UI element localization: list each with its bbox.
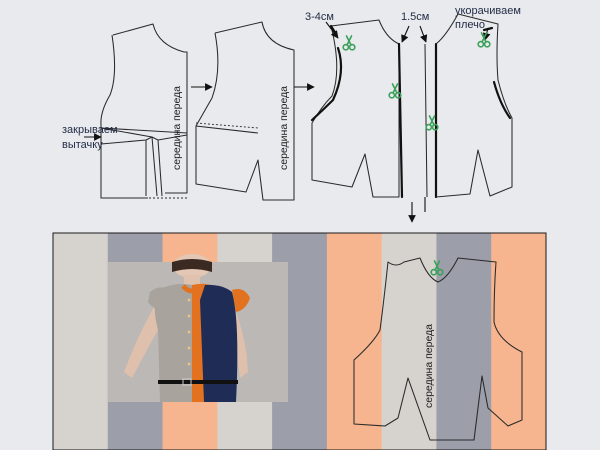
scissors-icon <box>477 32 491 48</box>
center-front-label-2: середина переда <box>278 86 290 170</box>
color-stripe <box>53 233 109 450</box>
close-dart-label-1: закрываем <box>62 124 118 136</box>
center-front-label-3: середина переда <box>423 324 435 408</box>
color-stripe <box>381 233 437 450</box>
center-front-label-1: середина переда <box>171 86 183 170</box>
shorten-shoulder-label-2: плечо <box>455 19 485 31</box>
color-stripe <box>436 233 492 450</box>
final-pattern-piece <box>353 257 523 441</box>
measure-1-5-label: 1.5см <box>401 11 429 23</box>
measure-3-4-label: 3-4см <box>305 11 334 23</box>
color-stripe <box>491 233 547 450</box>
scissors-icon <box>342 35 356 51</box>
bodice-original <box>84 23 188 199</box>
close-dart-label-2: вытачку <box>62 139 103 151</box>
shorten-shoulder-label-1: укорачиваем <box>455 5 521 17</box>
model-photo <box>108 254 288 402</box>
bodice-split <box>310 13 513 223</box>
arrow-icon <box>401 25 410 43</box>
arrow-icon <box>419 25 428 43</box>
arrow-icon <box>325 21 339 39</box>
color-stripe <box>326 233 383 450</box>
bodice-dart-closed <box>195 21 295 201</box>
